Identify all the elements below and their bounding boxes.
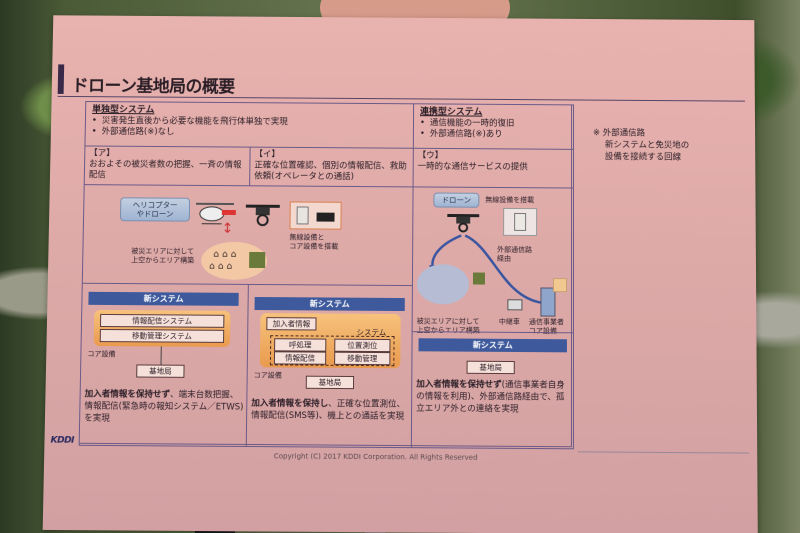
column-c-text: 一時的な通信サービスの提供 (417, 161, 528, 173)
desc-bold: 加入者情報を保持せず (84, 389, 171, 400)
equipment-callout (503, 207, 538, 237)
helicopter-drone-icon (196, 203, 281, 227)
up-down-arrow-icon: ↕ (221, 220, 234, 237)
column-b: 【イ】 正確な位置確認、個別の情報配信、救助依頼(オペレータとの通話) (249, 146, 414, 188)
footer-divider (577, 451, 750, 454)
column-a-text: おおよその被災者数の把握、一斉の情報配信 (88, 159, 242, 181)
route-label: 外部通信路 経由 (497, 245, 533, 263)
system-c-description: 加入者情報を保持せず(通信事業者自身の情報を利用)、外部通信路経由で、孤立エリア… (416, 378, 571, 415)
call-processing-box: 呼処理 (274, 338, 327, 352)
linked-diagram: ドローン 無線設備を搭載 外部通信路 経由 被災エリアに対して 上空からエリア構… (411, 186, 575, 335)
kddi-logo: KDDI (50, 435, 75, 446)
core-equipment-icon (552, 278, 568, 293)
column-a: 【ア】 おおよその被災者数の把握、一斉の情報配信 (83, 145, 251, 187)
positioning-box: 位置測位 (334, 338, 391, 353)
column-c: 【ウ】 一時的な通信サービスの提供 (412, 147, 575, 189)
note-line: 新システムと免災地の (604, 140, 690, 151)
standalone-bullet: 外部通信路(※)なし (92, 127, 407, 140)
desc-bold: 加入者情報を保持し (251, 398, 329, 410)
slide-title: ドローン基地局の概要 (71, 76, 235, 98)
houses-icon: ⌂⌂⌂ (209, 261, 236, 272)
radio-equipment-icon (514, 212, 527, 231)
terrain-icon (249, 251, 266, 269)
title-accent-bar (57, 64, 65, 94)
system-a-header: 新システム (88, 291, 239, 306)
connector-line (160, 346, 162, 365)
core-label: コア設備 (87, 349, 116, 359)
system-a-panel: 新システム 情報配信システム 移動管理システム コア設備 基地局 加入者情報を保… (78, 282, 249, 447)
system-a-box: 情報配信システム (99, 313, 225, 328)
copyright-text: Copyright (C) 2017 KDDI Corporation. All… (273, 452, 478, 462)
carry-label: 無線設備を搭載 (485, 195, 535, 205)
core-label: コア設備 (253, 371, 282, 380)
mobility-mgmt-box: 移動管理 (334, 351, 391, 366)
column-b-text: 正確な位置確認、個別の情報配信、救助依頼(オペレータとの通話) (254, 160, 407, 183)
note-mark: ※ (592, 128, 601, 139)
note-line: 外部通信路 (602, 128, 646, 139)
system-c-header: 新システム (418, 338, 567, 353)
system-b-description: 加入者情報を保持し、正確な位置測位、情報配信(SMS等)、機上との通話を実現 (251, 397, 410, 422)
system-b-header: 新システム (254, 296, 405, 312)
base-station-box: 基地局 (136, 364, 185, 378)
base-station-box: 基地局 (305, 375, 355, 390)
system-a-box: 移動管理システム (99, 328, 225, 343)
note-line: 設備を接続する回線 (604, 152, 682, 163)
core-equipment-icon (316, 212, 335, 222)
system-a-description: 加入者情報を保持せず、端末台数把握、情報配信(緊急時の報知システム／ETWS)を… (84, 388, 245, 425)
linked-bullet: 外部通信路(※)あり (420, 129, 567, 141)
system-b-panel: 新システム 加入者情報 システム 呼処理 位置測位 情報配信 移動管理 コア設備… (245, 283, 413, 449)
standalone-diagram: ヘリコプター やドローン ↕ 無線設備と コア設備を搭載 ⌂⌂⌂ ⌂⌂⌂ (81, 184, 414, 287)
footnote: ※ 外部通信路 新システムと免災地の 設備を接続する回線 (593, 127, 689, 163)
houses-icon: ⌂⌂⌂ (213, 249, 240, 260)
disaster-area-icon: ⌂⌂⌂ ⌂⌂⌂ (200, 241, 268, 281)
printed-slide-card: ドローン基地局の概要 単独型システム 災害発生直後から必要な機能を飛行体単独で実… (42, 15, 758, 533)
carry-label: 無線設備と コア設備を搭載 (289, 233, 339, 251)
relay-vehicle-label: 中継車 (498, 317, 520, 326)
info-delivery-box: 情報配信 (273, 351, 327, 365)
base-station-box: 基地局 (466, 360, 515, 375)
aircraft-pill: ヘリコプター やドローン (119, 197, 191, 222)
comparison-table: 単独型システム 災害発生直後から必要な機能を飛行体単独で実現 外部通信路(※)な… (78, 101, 575, 450)
radio-equipment-icon (296, 206, 309, 225)
drone-pill: ドローン (433, 192, 480, 208)
system-c-panel: 新システム 基地局 加入者情報を保持せず(通信事業者自身の情報を利用)、外部通信… (410, 331, 574, 450)
subscriber-info-box: 加入者情報 (266, 317, 317, 331)
network-route-diagram (416, 207, 556, 317)
equipment-callout (289, 201, 342, 230)
desc-bold: 加入者情報を保持せず (416, 379, 502, 391)
linked-section: 連携型システム 通信機能の一時的復旧 外部通信路(※)あり (412, 103, 575, 150)
standalone-section: 単独型システム 災害発生直後から必要な機能を飛行体単独で実現 外部通信路(※)な… (84, 101, 415, 149)
area-label: 被災エリアに対して 上空からエリア構築 (131, 247, 195, 265)
